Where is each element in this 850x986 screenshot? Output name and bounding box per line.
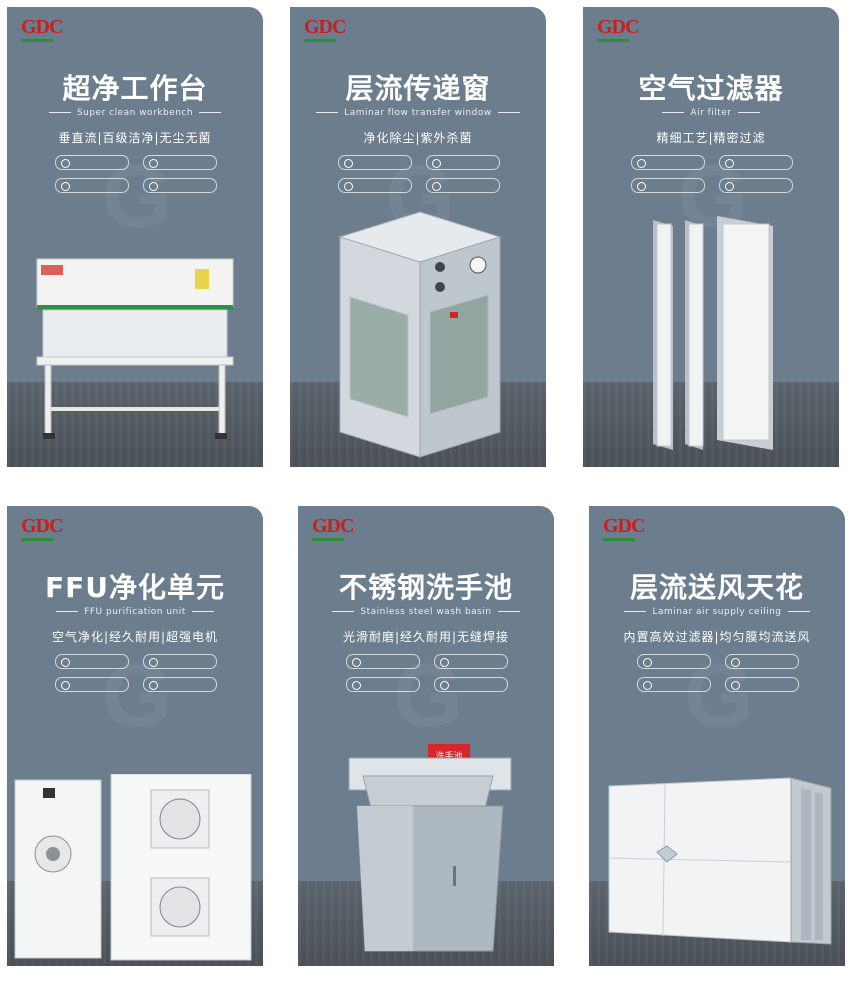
feature-badge xyxy=(55,178,129,193)
feature-badge xyxy=(631,155,705,170)
card-tagline: 垂直流|百级洁净|无尘无菌 xyxy=(58,131,212,145)
feature-badge xyxy=(55,654,129,669)
card-tagline: 精细工艺|精密过滤 xyxy=(656,131,766,145)
product-card-ffu-unit[interactable]: GDC G FFU净化单元 FFU purification unit 空气净化… xyxy=(7,506,263,966)
card-tagline: 内置高效过滤器|均匀膜均流送风 xyxy=(623,630,811,644)
card-title: 层流传递窗 xyxy=(345,72,491,105)
feature-badges xyxy=(637,654,801,692)
card-tagline: 净化除尘|紫外杀菌 xyxy=(363,131,473,145)
card-title: FFU净化单元 xyxy=(45,571,225,604)
brand-logo: GDC xyxy=(603,516,645,541)
watermark-logo: G xyxy=(683,646,754,746)
card-title: 层流送风天花 xyxy=(629,571,804,604)
brand-logo: GDC xyxy=(304,17,346,42)
feature-badges xyxy=(631,155,795,193)
feature-badge xyxy=(725,677,799,692)
feature-badge xyxy=(631,178,705,193)
card-subtitle: Super clean workbench xyxy=(7,108,263,118)
watermark-logo: G xyxy=(101,646,172,746)
ffu-unit-image xyxy=(14,774,252,961)
card-title: 空气过滤器 xyxy=(638,72,784,105)
brand-logo: GDC xyxy=(312,516,354,541)
card-subtitle: Laminar flow transfer window xyxy=(290,108,546,118)
workbench-image xyxy=(36,258,234,439)
product-card-wash-basin[interactable]: GDC G 不锈钢洗手池 Stainless steel wash basin … xyxy=(298,506,554,966)
feature-badge xyxy=(719,155,793,170)
feature-badge xyxy=(434,654,508,669)
card-subtitle: Air filter xyxy=(583,108,839,118)
brand-logo: GDC xyxy=(597,17,639,42)
card-subtitle: Stainless steel wash basin xyxy=(298,607,554,617)
card-title: 超净工作台 xyxy=(62,72,208,105)
feature-badge xyxy=(143,178,217,193)
feature-badge xyxy=(346,654,420,669)
feature-badge xyxy=(434,677,508,692)
transfer-window-image xyxy=(338,211,502,458)
air-filter-image xyxy=(653,216,773,450)
wash-basin-image xyxy=(348,757,512,952)
product-card-clean-workbench[interactable]: GDC G 超净工作台 Super clean workbench 垂直流|百级… xyxy=(7,7,263,467)
feature-badge xyxy=(55,677,129,692)
feature-badge xyxy=(55,155,129,170)
feature-badge xyxy=(346,677,420,692)
feature-badge xyxy=(143,155,217,170)
card-tagline: 光滑耐磨|经久耐用|无缝焊接 xyxy=(342,630,510,644)
feature-badges xyxy=(338,155,502,193)
laminar-ceiling-image xyxy=(608,777,832,945)
feature-badge xyxy=(725,654,799,669)
card-tagline: 空气净化|经久耐用|超强电机 xyxy=(51,630,219,644)
watermark-logo: G xyxy=(101,147,172,247)
feature-badge xyxy=(719,178,793,193)
feature-badges xyxy=(55,155,219,193)
feature-badge xyxy=(338,155,412,170)
product-card-transfer-window[interactable]: GDC G 层流传递窗 Laminar flow transfer window… xyxy=(290,7,546,467)
card-subtitle: Laminar air supply ceiling xyxy=(589,607,845,617)
brand-logo: GDC xyxy=(21,17,63,42)
card-subtitle: FFU purification unit xyxy=(7,607,263,617)
feature-badge xyxy=(637,677,711,692)
floor xyxy=(583,382,839,467)
feature-badge xyxy=(426,155,500,170)
watermark-logo: G xyxy=(392,646,463,746)
product-card-air-filter[interactable]: GDC G 空气过滤器 Air filter 精细工艺|精密过滤 xyxy=(583,7,839,467)
feature-badge xyxy=(143,677,217,692)
feature-badge xyxy=(637,654,711,669)
feature-badge xyxy=(426,178,500,193)
feature-badges xyxy=(55,654,219,692)
card-title: 不锈钢洗手池 xyxy=(338,571,513,604)
brand-logo: GDC xyxy=(21,516,63,541)
feature-badge xyxy=(338,178,412,193)
product-card-laminar-ceiling[interactable]: GDC G 层流送风天花 Laminar air supply ceiling … xyxy=(589,506,845,966)
feature-badges xyxy=(346,654,510,692)
feature-badge xyxy=(143,654,217,669)
